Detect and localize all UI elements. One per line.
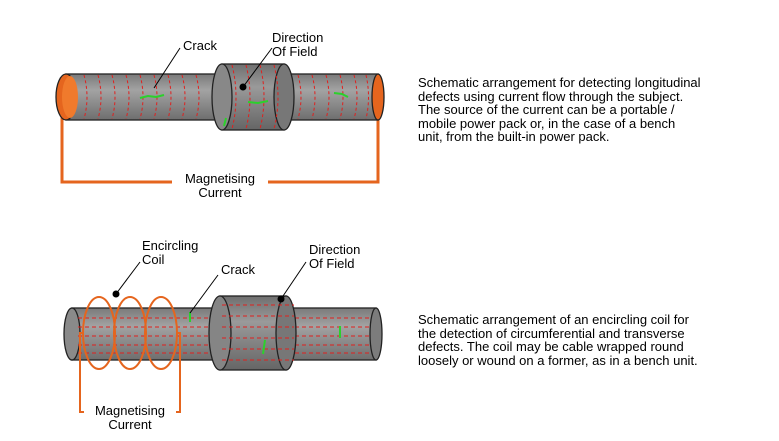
bottom-current-wire-right <box>176 332 181 413</box>
bottom-current-label-line1: Magnetising <box>94 403 166 418</box>
top-crack-right <box>333 92 349 98</box>
bottom-field-leader <box>280 261 307 300</box>
bottom-description-line: Schematic arrangement of an encircling c… <box>418 312 689 327</box>
top-crack <box>139 94 165 99</box>
bottom-current-label-line2: Current <box>108 417 152 432</box>
top-description-line: Schematic arrangement for detecting long… <box>418 75 701 90</box>
top-description-line: defects using current flow through the s… <box>418 88 684 104</box>
top-current-wire-right <box>268 112 380 184</box>
top-field-label: Direction Of Field <box>272 31 323 59</box>
bottom-field-leader-dot <box>277 295 285 303</box>
top-field-leader-dot <box>239 83 247 91</box>
coil-label-line2: Coil <box>142 252 165 267</box>
coil-leader <box>115 261 141 295</box>
coil-leader-dot <box>112 290 120 298</box>
top-field-leader <box>242 47 273 88</box>
bottom-description: Schematic arrangement of an encircling c… <box>418 313 698 367</box>
bottom-description-line: loosely or wound on a former, as in a be… <box>418 352 698 368</box>
bottom-description-line: defects. The coil may be cable wrapped r… <box>418 339 684 354</box>
top-description: Schematic arrangement for detecting long… <box>418 76 701 144</box>
top-description-line: mobile power pack or, in the case of a b… <box>418 115 676 131</box>
top-field-label-line2: Of Field <box>272 44 318 59</box>
bottom-description-line: the detection of circumferential and tra… <box>418 325 685 341</box>
top-current-label-line2: Current <box>198 185 242 200</box>
coil-label: Encircling Coil <box>142 239 198 267</box>
bottom-bar-assembly <box>63 261 383 413</box>
bottom-bar-right-end <box>369 307 383 361</box>
bottom-field-label-line2: Of Field <box>309 256 355 271</box>
bottom-field-label-line1: Direction <box>309 242 361 257</box>
top-crack-leader <box>153 47 181 89</box>
bottom-crack-collar <box>262 339 266 355</box>
bottom-bar-left-end <box>63 307 81 361</box>
top-crack-collar <box>247 100 269 105</box>
top-field-label-line1: Direction <box>272 30 324 45</box>
bottom-crack-leader <box>189 274 219 314</box>
top-current-label: Magnetising Current <box>172 172 268 200</box>
top-current-wire <box>60 112 172 184</box>
top-description-line: The source of the current can be a porta… <box>418 102 675 117</box>
top-right-contact <box>371 73 385 121</box>
top-current-label-line1: Magnetising <box>184 171 256 186</box>
bottom-current-label: Magnetising Current <box>82 404 178 432</box>
bottom-crack-label: Crack <box>221 262 255 277</box>
top-crack-label: Crack <box>183 38 217 53</box>
top-bar-assembly <box>55 47 385 184</box>
bottom-field-label: Direction Of Field <box>309 243 360 271</box>
coil-label-line1: Encircling <box>142 238 199 253</box>
bottom-current-wire <box>79 332 84 413</box>
top-description-line: unit, from the built-in power pack. <box>418 129 610 144</box>
